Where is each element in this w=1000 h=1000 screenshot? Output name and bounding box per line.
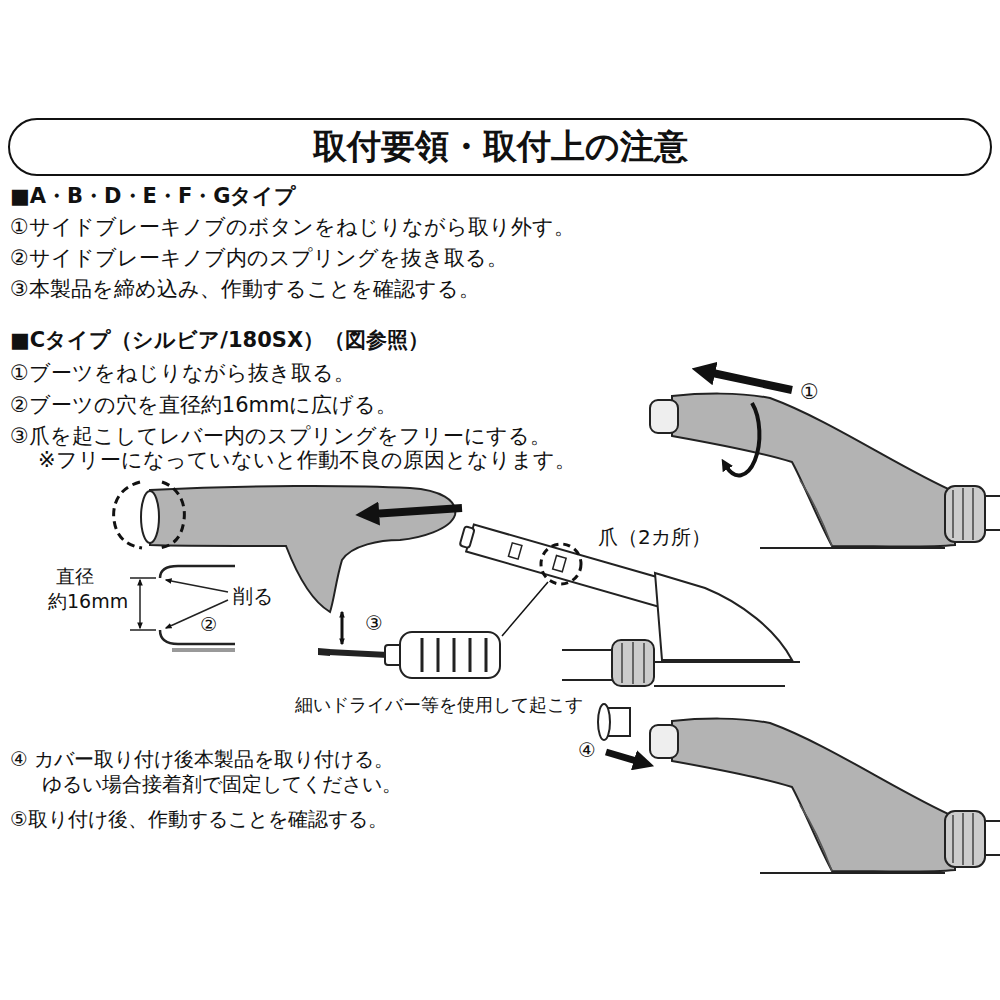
hole-section <box>172 648 235 652</box>
lever-step1 <box>650 394 1000 548</box>
callout-number: ④ <box>578 739 596 762</box>
lever-body <box>655 573 792 660</box>
lever-tube <box>508 543 521 559</box>
leader-line <box>166 580 228 592</box>
knob-product <box>598 704 630 740</box>
remove-arrow <box>372 508 462 514</box>
step-text: ③爪を起こしてレバー内のスプリングをフリーにする。 <box>10 424 551 448</box>
screwdriver <box>328 652 388 655</box>
title-text: 取付要領・取付上の注意 <box>313 127 688 166</box>
step-text: ②サイドブレーキノブ内のスプリングを抜き取る。 <box>10 246 508 270</box>
callout-number: ② <box>200 614 217 636</box>
lever-tube <box>553 556 566 572</box>
hole-highlight <box>160 482 184 548</box>
hole-highlight <box>114 482 142 548</box>
install-arrow <box>606 752 640 762</box>
step-text: ③本製品を締め込み、作動することを確認する。 <box>10 277 480 301</box>
part-label: 爪（2カ所） <box>598 526 711 549</box>
hole-section <box>160 566 235 578</box>
dimension-label: 約16mm <box>48 591 128 613</box>
lever-pivot <box>612 640 654 686</box>
title-band: 取付要領・取付上の注意 <box>8 118 992 176</box>
leader-line <box>502 582 548 636</box>
step-text: ②ブーツの穴を直径約16mmに広げる。 <box>10 393 397 417</box>
instruction-label: 削る <box>233 585 273 608</box>
knob-product <box>598 704 610 740</box>
step-text: ⑤取り付け後、作動することを確認する。 <box>10 808 388 831</box>
screwdriver <box>318 648 330 656</box>
lever-step4 <box>650 719 1000 873</box>
callout-number: ① <box>800 380 819 404</box>
step-text: ①ブーツをねじりながら抜き取る。 <box>10 361 355 385</box>
section-heading: ■Cタイプ（シルビア/180SX）（図参照） <box>10 328 429 352</box>
boot-hole <box>141 491 159 543</box>
extension-line <box>130 578 156 630</box>
lever-tube <box>460 526 475 548</box>
twist-arrow <box>726 403 759 475</box>
hole-section <box>160 630 235 644</box>
dimension-line <box>139 580 141 628</box>
lever-pivot <box>622 642 644 684</box>
step-text: ゆるい場合接着剤で固定してください。 <box>42 773 402 796</box>
pry-arrow <box>341 612 344 644</box>
step-text: ①サイドブレーキノブのボタンをねじりながら取り外す。 <box>10 215 575 239</box>
pull-arrow <box>708 372 792 390</box>
section-heading: ■A・B・D・E・F・Gタイプ <box>10 184 296 208</box>
step-text: ④ カバー取り付け後本製品を取り付ける。 <box>10 748 394 771</box>
lever-rod <box>562 650 800 686</box>
callout-number: ③ <box>365 612 383 635</box>
screwdriver <box>422 638 486 672</box>
dimension-label: 直径 <box>56 566 94 588</box>
instruction-label: 細いドライバー等を使用して起こす <box>295 695 583 716</box>
note-text: ※フリーになっていないと作動不良の原因となります。 <box>38 448 576 472</box>
boot <box>150 486 455 612</box>
leader-line <box>166 600 228 628</box>
screwdriver <box>400 632 500 678</box>
screwdriver <box>318 632 500 678</box>
claw-highlight <box>541 544 581 584</box>
